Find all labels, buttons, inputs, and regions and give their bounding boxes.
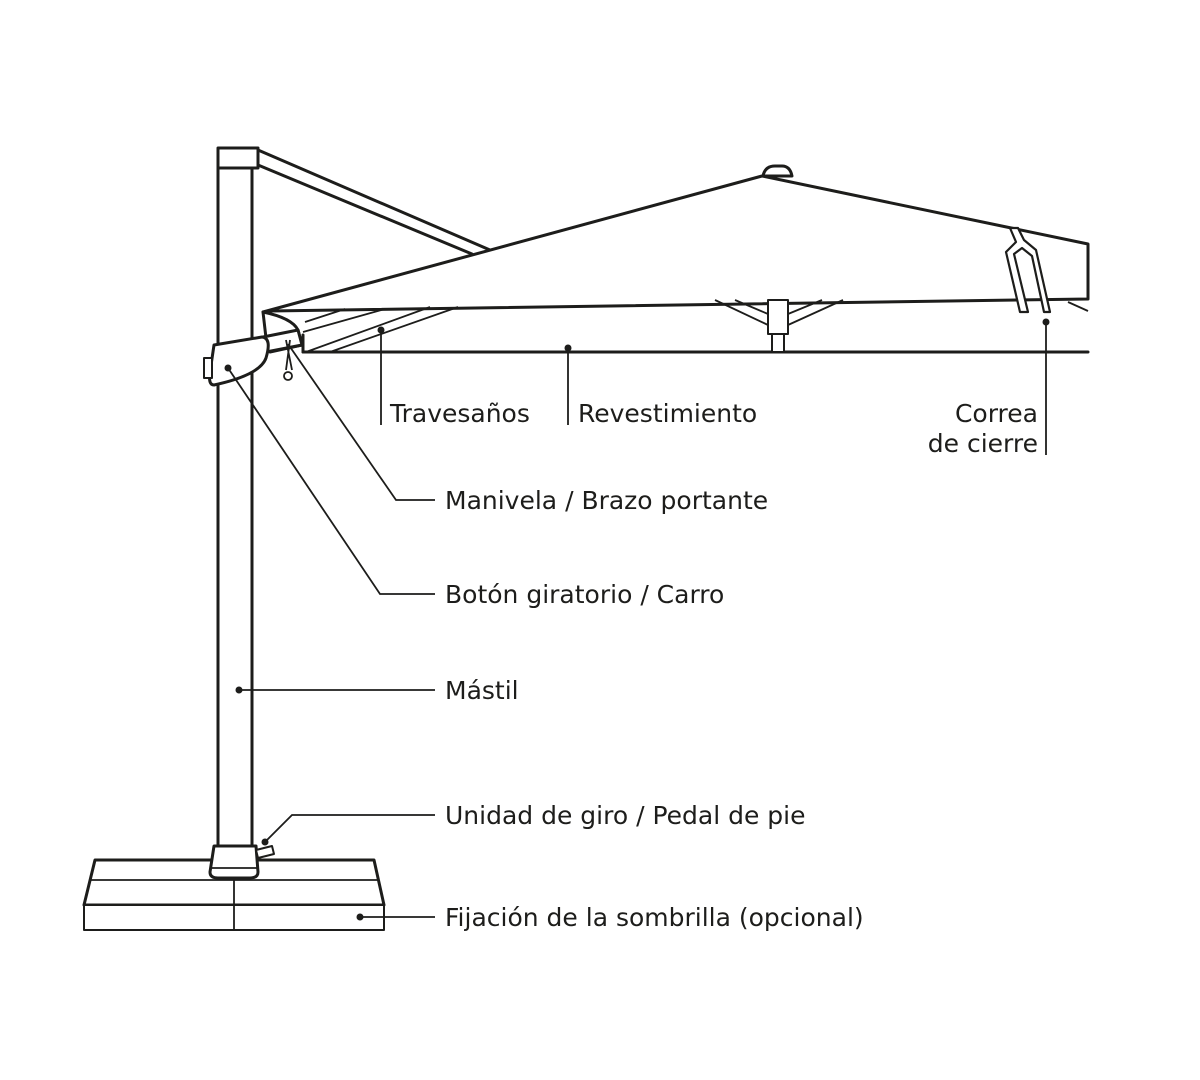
mast — [216, 146, 260, 860]
ribs — [302, 299, 1089, 353]
support-strut — [256, 148, 492, 256]
mast-top-cap — [216, 146, 260, 170]
label-strap-line1: Correa — [955, 399, 1038, 428]
canopy — [261, 164, 1090, 354]
label-knob: Botón giratorio / Carro — [445, 580, 724, 609]
label-rotation: Unidad de giro / Pedal de pie — [445, 801, 806, 830]
leader-lines — [224, 318, 1050, 921]
label-mast: Mástil — [445, 676, 519, 705]
label-crank: Manivela / Brazo portante — [445, 486, 768, 515]
umbrella-base — [82, 844, 386, 931]
label-strap-line2: de cierre — [928, 429, 1038, 458]
label-ribs: Travesaños — [389, 399, 530, 428]
canopy-top-cap — [761, 164, 794, 178]
label-canopy: Revestimiento — [578, 399, 757, 428]
hub — [767, 299, 789, 335]
closing-strap-clip — [1004, 226, 1052, 314]
label-base: Fijación de la sombrilla (opcional) — [445, 903, 864, 932]
rotation-unit — [208, 844, 260, 880]
foot-pedal — [255, 845, 275, 859]
